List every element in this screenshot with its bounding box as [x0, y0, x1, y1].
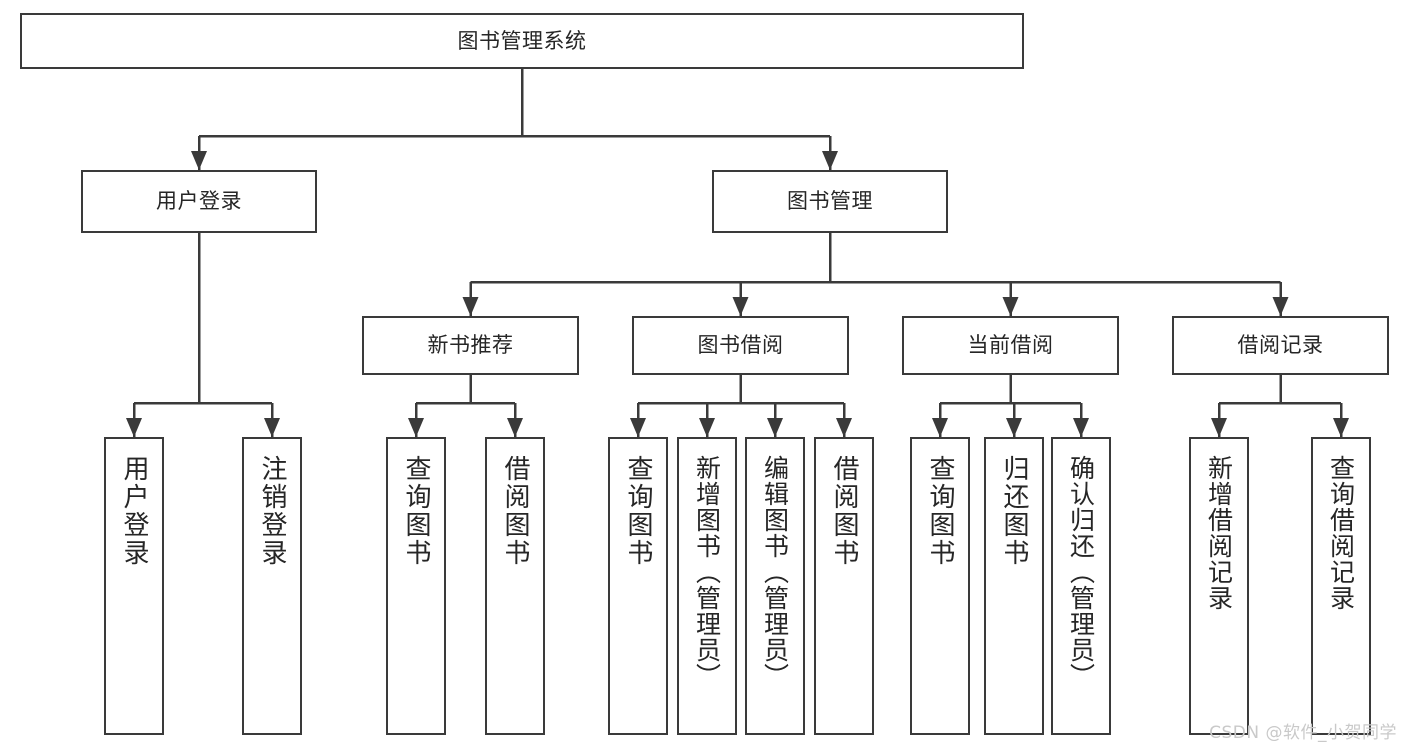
node-leaf-query-new: 查询图书	[386, 437, 446, 735]
node-label: 确认归还（管理员）	[1066, 455, 1096, 689]
node-label: 借阅图书	[829, 455, 859, 567]
node-leaf-borrow-bk: 借阅图书	[814, 437, 874, 735]
node-label: 新书推荐	[427, 333, 514, 358]
node-leaf-add-rec: 新增借阅记录	[1189, 437, 1249, 735]
node-borrow: 图书借阅	[632, 316, 849, 375]
node-label: 新增借阅记录	[1204, 455, 1234, 611]
node-leaf-confirm-cur: 确认归还（管理员）	[1051, 437, 1111, 735]
node-leaf-add-bk: 新增图书（管理员）	[677, 437, 737, 735]
node-leaf-query-rec: 查询借阅记录	[1311, 437, 1371, 735]
node-label: 注销登录	[257, 455, 287, 567]
node-label: 查询图书	[925, 455, 955, 567]
node-leaf-logout: 注销登录	[242, 437, 302, 735]
node-label: 用户登录	[119, 455, 149, 567]
node-label: 查询图书	[401, 455, 431, 567]
node-root: 图书管理系统	[20, 13, 1024, 69]
node-label: 图书借阅	[697, 333, 784, 358]
node-label: 当前借阅	[967, 333, 1054, 358]
node-leaf-query-bk: 查询图书	[608, 437, 668, 735]
node-leaf-edit-bk: 编辑图书（管理员）	[745, 437, 805, 735]
node-label: 新增图书（管理员）	[692, 455, 722, 689]
node-current: 当前借阅	[902, 316, 1119, 375]
node-label: 借阅记录	[1237, 333, 1324, 358]
node-label: 借阅图书	[500, 455, 530, 567]
watermark: CSDN @软件_小贺同学	[1209, 723, 1397, 743]
node-bookmgmt: 图书管理	[712, 170, 948, 233]
node-label: 编辑图书（管理员）	[760, 455, 790, 689]
node-label: 图书管理系统	[457, 28, 587, 53]
node-leaf-return-cur: 归还图书	[984, 437, 1044, 735]
node-leaf-login: 用户登录	[104, 437, 164, 735]
node-label: 图书管理	[787, 189, 873, 214]
node-newbook: 新书推荐	[362, 316, 579, 375]
node-login: 用户登录	[81, 170, 317, 233]
node-label: 查询图书	[623, 455, 653, 567]
node-leaf-borrow-new: 借阅图书	[485, 437, 545, 735]
node-label: 用户登录	[156, 189, 242, 214]
node-label: 查询借阅记录	[1326, 455, 1356, 611]
node-label: 归还图书	[999, 455, 1029, 567]
node-records: 借阅记录	[1172, 316, 1389, 375]
node-leaf-query-cur: 查询图书	[910, 437, 970, 735]
